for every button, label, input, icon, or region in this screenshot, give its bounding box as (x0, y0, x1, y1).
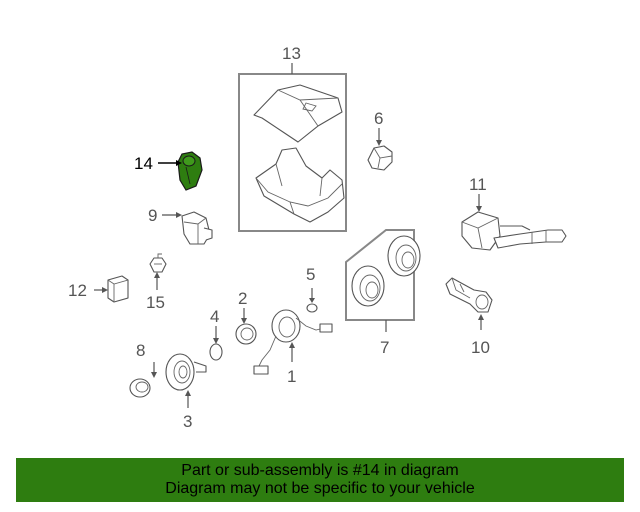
callout-13: 13 (282, 44, 301, 63)
part-7-rings[interactable] (345, 229, 421, 321)
part-9[interactable] (181, 211, 213, 245)
callout-3: 3 (183, 412, 192, 431)
part-13-column-covers[interactable] (238, 73, 347, 232)
part-1-spiral-cable[interactable] (253, 309, 333, 375)
part-4[interactable] (209, 343, 223, 361)
part-12[interactable] (107, 275, 129, 303)
callout-14: 14 (134, 154, 153, 173)
part-15[interactable] (149, 253, 167, 273)
callout-9: 9 (148, 206, 157, 225)
callout-4: 4 (210, 307, 219, 326)
part-10[interactable] (445, 277, 493, 313)
banner-line-part: Part or sub-assembly is #14 in diagram (181, 462, 459, 479)
banner-line-disclaimer: Diagram may not be specific to your vehi… (165, 480, 475, 497)
callout-2: 2 (238, 289, 247, 308)
callout-7: 7 (380, 338, 389, 357)
callout-11: 11 (469, 175, 487, 194)
info-banner: Part or sub-assembly is #14 in diagram D… (16, 458, 624, 502)
callout-12: 12 (68, 281, 87, 300)
part-3[interactable] (165, 353, 207, 391)
part-5[interactable] (306, 303, 318, 313)
callout-5: 5 (306, 265, 315, 284)
callout-1: 1 (287, 367, 296, 386)
parts-diagram: 13 14 6 9 15 12 (68, 44, 567, 431)
part-14-highlighted[interactable] (177, 151, 203, 191)
callout-8: 8 (136, 341, 145, 360)
callout-15: 15 (146, 293, 165, 312)
callout-6: 6 (374, 109, 383, 128)
part-2[interactable] (235, 323, 257, 345)
part-6[interactable] (367, 145, 393, 171)
part-11-combination-switch[interactable] (461, 211, 567, 251)
callout-10: 10 (471, 338, 490, 357)
part-8[interactable] (129, 378, 151, 398)
